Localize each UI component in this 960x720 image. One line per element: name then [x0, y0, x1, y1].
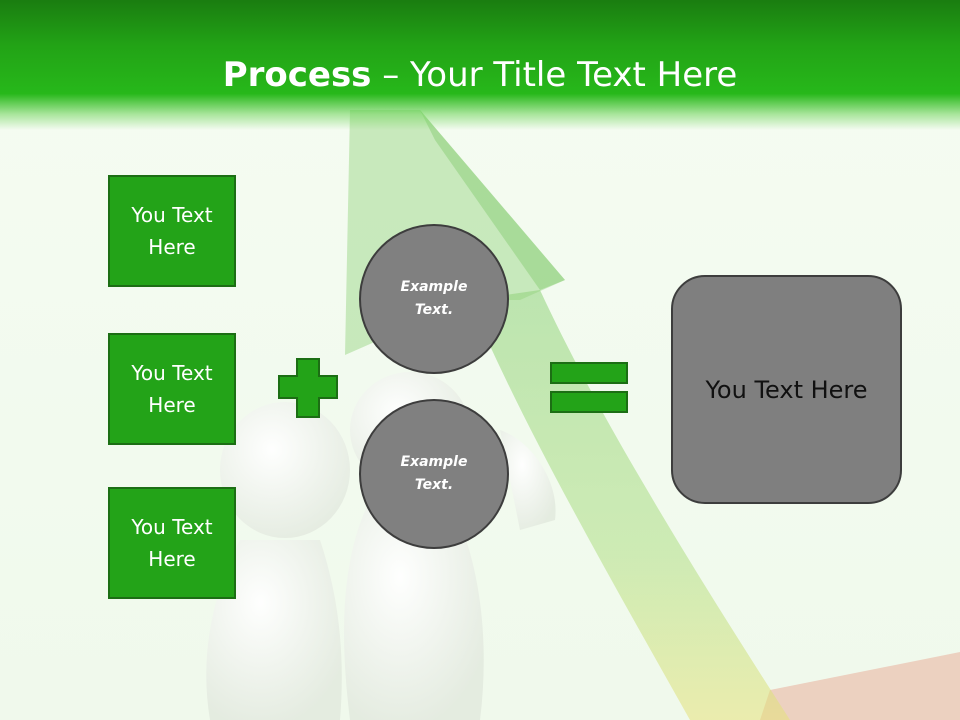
- text-box-label: You Text Here: [131, 515, 213, 571]
- result-box[interactable]: You Text Here: [671, 275, 902, 504]
- text-box-1[interactable]: You Text Here: [108, 175, 236, 287]
- circle-label: Example Text.: [400, 279, 468, 318]
- text-box-label: You Text Here: [131, 203, 213, 259]
- circle-label: Example Text.: [400, 454, 468, 493]
- header-band: [0, 0, 960, 130]
- result-label: You Text Here: [705, 375, 868, 404]
- title-bold: Process: [222, 55, 372, 95]
- slide-title: Process – Your Title Text Here: [0, 50, 960, 100]
- text-box-2[interactable]: You Text Here: [108, 333, 236, 445]
- text-box-label: You Text Here: [131, 361, 213, 417]
- text-box-3[interactable]: You Text Here: [108, 487, 236, 599]
- example-circle-2[interactable]: Example Text.: [359, 399, 509, 549]
- title-rest: – Your Title Text Here: [371, 55, 738, 95]
- example-circle-1[interactable]: Example Text.: [359, 224, 509, 374]
